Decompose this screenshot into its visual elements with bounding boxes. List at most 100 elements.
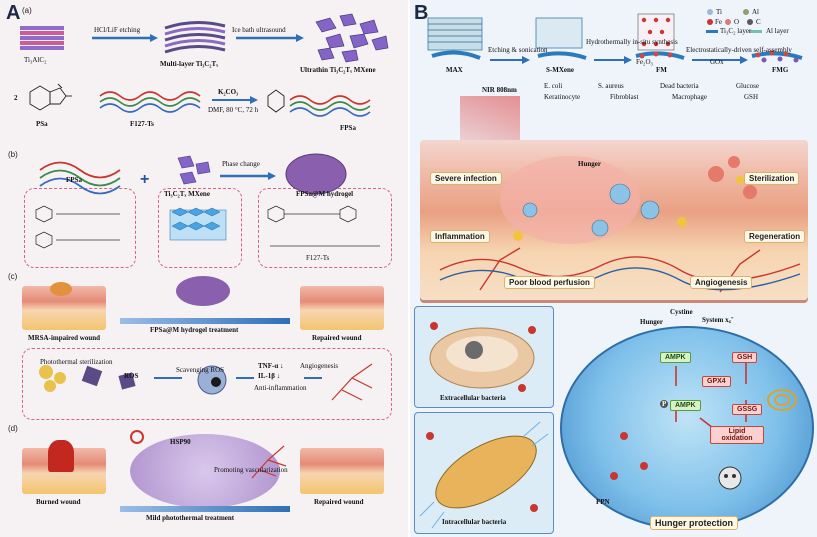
c-process-graphic bbox=[39, 363, 373, 401]
c-process-box bbox=[22, 348, 392, 420]
fpsa-coil bbox=[39, 161, 121, 195]
label-fmg: FMG bbox=[772, 66, 789, 74]
panel-b-letter: B bbox=[414, 2, 429, 24]
mxene-flakes-b bbox=[177, 155, 211, 185]
label-ti: Ti bbox=[716, 8, 722, 16]
label-ultrathin: Ultrathin Ti₃C₂Tₓ MXene bbox=[300, 66, 376, 74]
bacteria-c bbox=[39, 365, 66, 392]
label-layer1: Ti₃C₂ layer bbox=[720, 27, 752, 35]
label-fpsa-treat: FPSa@M hydrogel treatment bbox=[150, 326, 239, 334]
tissue-overlay bbox=[439, 156, 801, 293]
label-max: MAX bbox=[446, 66, 463, 74]
ti3alc2-stack bbox=[20, 26, 64, 50]
panel-b: B bbox=[410, 0, 817, 537]
c-skin-right bbox=[300, 286, 384, 330]
a-synthesis-graphic bbox=[20, 13, 389, 117]
label-hydro: Hydrothermally in-situ synthesis bbox=[586, 38, 678, 46]
f127-ts-chain bbox=[99, 91, 201, 113]
label-fe: Fe bbox=[715, 18, 722, 26]
label-hydrogel-b: FPSa@M hydrogel bbox=[296, 190, 354, 198]
panel-a-letter: A bbox=[6, 2, 21, 24]
label-il: IL-1β ↓ bbox=[258, 372, 281, 380]
legend-dead: Dead bacteria bbox=[660, 82, 699, 90]
molecular-sketch-left bbox=[35, 205, 120, 249]
label-scavenging: Scavenging ROS bbox=[176, 366, 225, 374]
label-psa: PSa bbox=[36, 120, 48, 128]
label-ice-bath: Ice bath ultrasound bbox=[232, 26, 286, 34]
label-severe: Severe infection bbox=[430, 172, 502, 185]
label-hunger-protection: Hunger protection bbox=[650, 516, 738, 530]
extracellular-graphic bbox=[429, 322, 536, 392]
label-regeneration: Regeneration bbox=[744, 230, 806, 243]
label-hunger-cell: Hunger bbox=[640, 318, 663, 326]
label-inflammation: Inflammation bbox=[430, 230, 490, 243]
d-laser-icon bbox=[130, 430, 144, 444]
label-o: O bbox=[734, 18, 740, 26]
label-hunger-tissue: Hunger bbox=[578, 160, 601, 168]
box-gssg: GSSG bbox=[732, 404, 763, 415]
c-hydrogel bbox=[176, 276, 230, 306]
label-cystine: Cystine bbox=[670, 308, 693, 316]
panel-a: A (a) bbox=[0, 0, 408, 537]
label-k2co3: K₂CO₃ bbox=[218, 88, 239, 96]
d-treatment-arrow bbox=[120, 506, 290, 512]
vessels-c bbox=[331, 363, 373, 401]
b-graphic: + bbox=[35, 153, 380, 249]
hydrogel-blob bbox=[285, 153, 347, 195]
mitochondria bbox=[767, 389, 797, 411]
c-infection bbox=[50, 282, 72, 296]
legend-fibroblast: Fibroblast bbox=[610, 93, 639, 101]
box-lipid: Lipid oxidation bbox=[710, 426, 764, 444]
label-f127-bond: F127-Ts bbox=[306, 254, 330, 262]
fm-lattice bbox=[637, 13, 675, 51]
label-f127ts: F127-Ts bbox=[130, 120, 154, 128]
element-legend bbox=[706, 9, 762, 33]
psa-structure bbox=[29, 83, 72, 111]
label-etching-b: Etching & sonication bbox=[488, 46, 548, 54]
mxene-flakes bbox=[315, 13, 389, 63]
label-multilayer: Multi-layer Ti₃C₂Tₓ bbox=[160, 60, 219, 68]
label-layer2: Al layer bbox=[766, 27, 789, 35]
legend-keratinocyte: Keratinocyte bbox=[544, 93, 581, 101]
label-extracellular: Extracellular bacteria bbox=[440, 394, 506, 402]
label-poor: Poor blood perfusion bbox=[504, 276, 595, 289]
label-fpsa: FPSa bbox=[340, 124, 356, 132]
box-gpx4: GPX4 bbox=[702, 376, 731, 387]
label-repaired-c: Repaired wound bbox=[312, 334, 362, 342]
label-tnf: TNF-α ↓ bbox=[258, 362, 284, 370]
c-treatment-arrow bbox=[120, 318, 290, 324]
label-c: C bbox=[756, 18, 761, 26]
b-synthesis-graphic bbox=[427, 9, 803, 64]
multilayer-mxene bbox=[164, 21, 226, 54]
label-mxene-b: Ti₃C₂Tₓ MXene bbox=[164, 190, 210, 198]
label-repaired-d: Repaired wound bbox=[314, 498, 364, 506]
legend-gsh: GSH bbox=[744, 93, 759, 101]
label-coef: 2 bbox=[14, 94, 18, 102]
label-burned: Burned wound bbox=[36, 498, 81, 506]
label-ti3alc2: Ti₃AlC₂ bbox=[24, 56, 47, 64]
label-smxene: S-MXene bbox=[546, 66, 574, 74]
skull-icon bbox=[718, 466, 742, 490]
box-gsh: GSH bbox=[732, 352, 758, 363]
legend-ecoli: E. coli bbox=[544, 82, 563, 90]
d-burn bbox=[48, 440, 74, 472]
label-hsp90: HSP90 bbox=[170, 438, 191, 446]
label-angiogenesis-c: Angiogenesis bbox=[300, 362, 339, 370]
b-box-mid bbox=[158, 188, 242, 268]
d-vessels bbox=[251, 445, 287, 479]
smx-inset bbox=[535, 17, 583, 49]
label-gox: GOx bbox=[710, 58, 724, 66]
intracellular-graphic bbox=[419, 421, 549, 529]
mxene-c-2 bbox=[118, 372, 136, 390]
label-photothermal: Photothermal sterilization bbox=[40, 358, 113, 366]
label-nir: NIR 808nm bbox=[482, 86, 517, 94]
legend-macrophage: Macrophage bbox=[672, 93, 707, 101]
label-fpsa-b: FPSa bbox=[66, 176, 82, 184]
label-promoting: Promoting vascularization bbox=[214, 466, 288, 474]
label-phase-change: Phase change bbox=[222, 160, 260, 168]
label-fm: FM bbox=[656, 66, 667, 74]
b-box-left bbox=[24, 188, 136, 268]
label-hcl-lif: HCl/LiF etching bbox=[94, 26, 141, 34]
box-ampk-top: AMPK bbox=[660, 352, 691, 363]
label-anti-inflam: Anti-inflammation bbox=[254, 384, 307, 392]
